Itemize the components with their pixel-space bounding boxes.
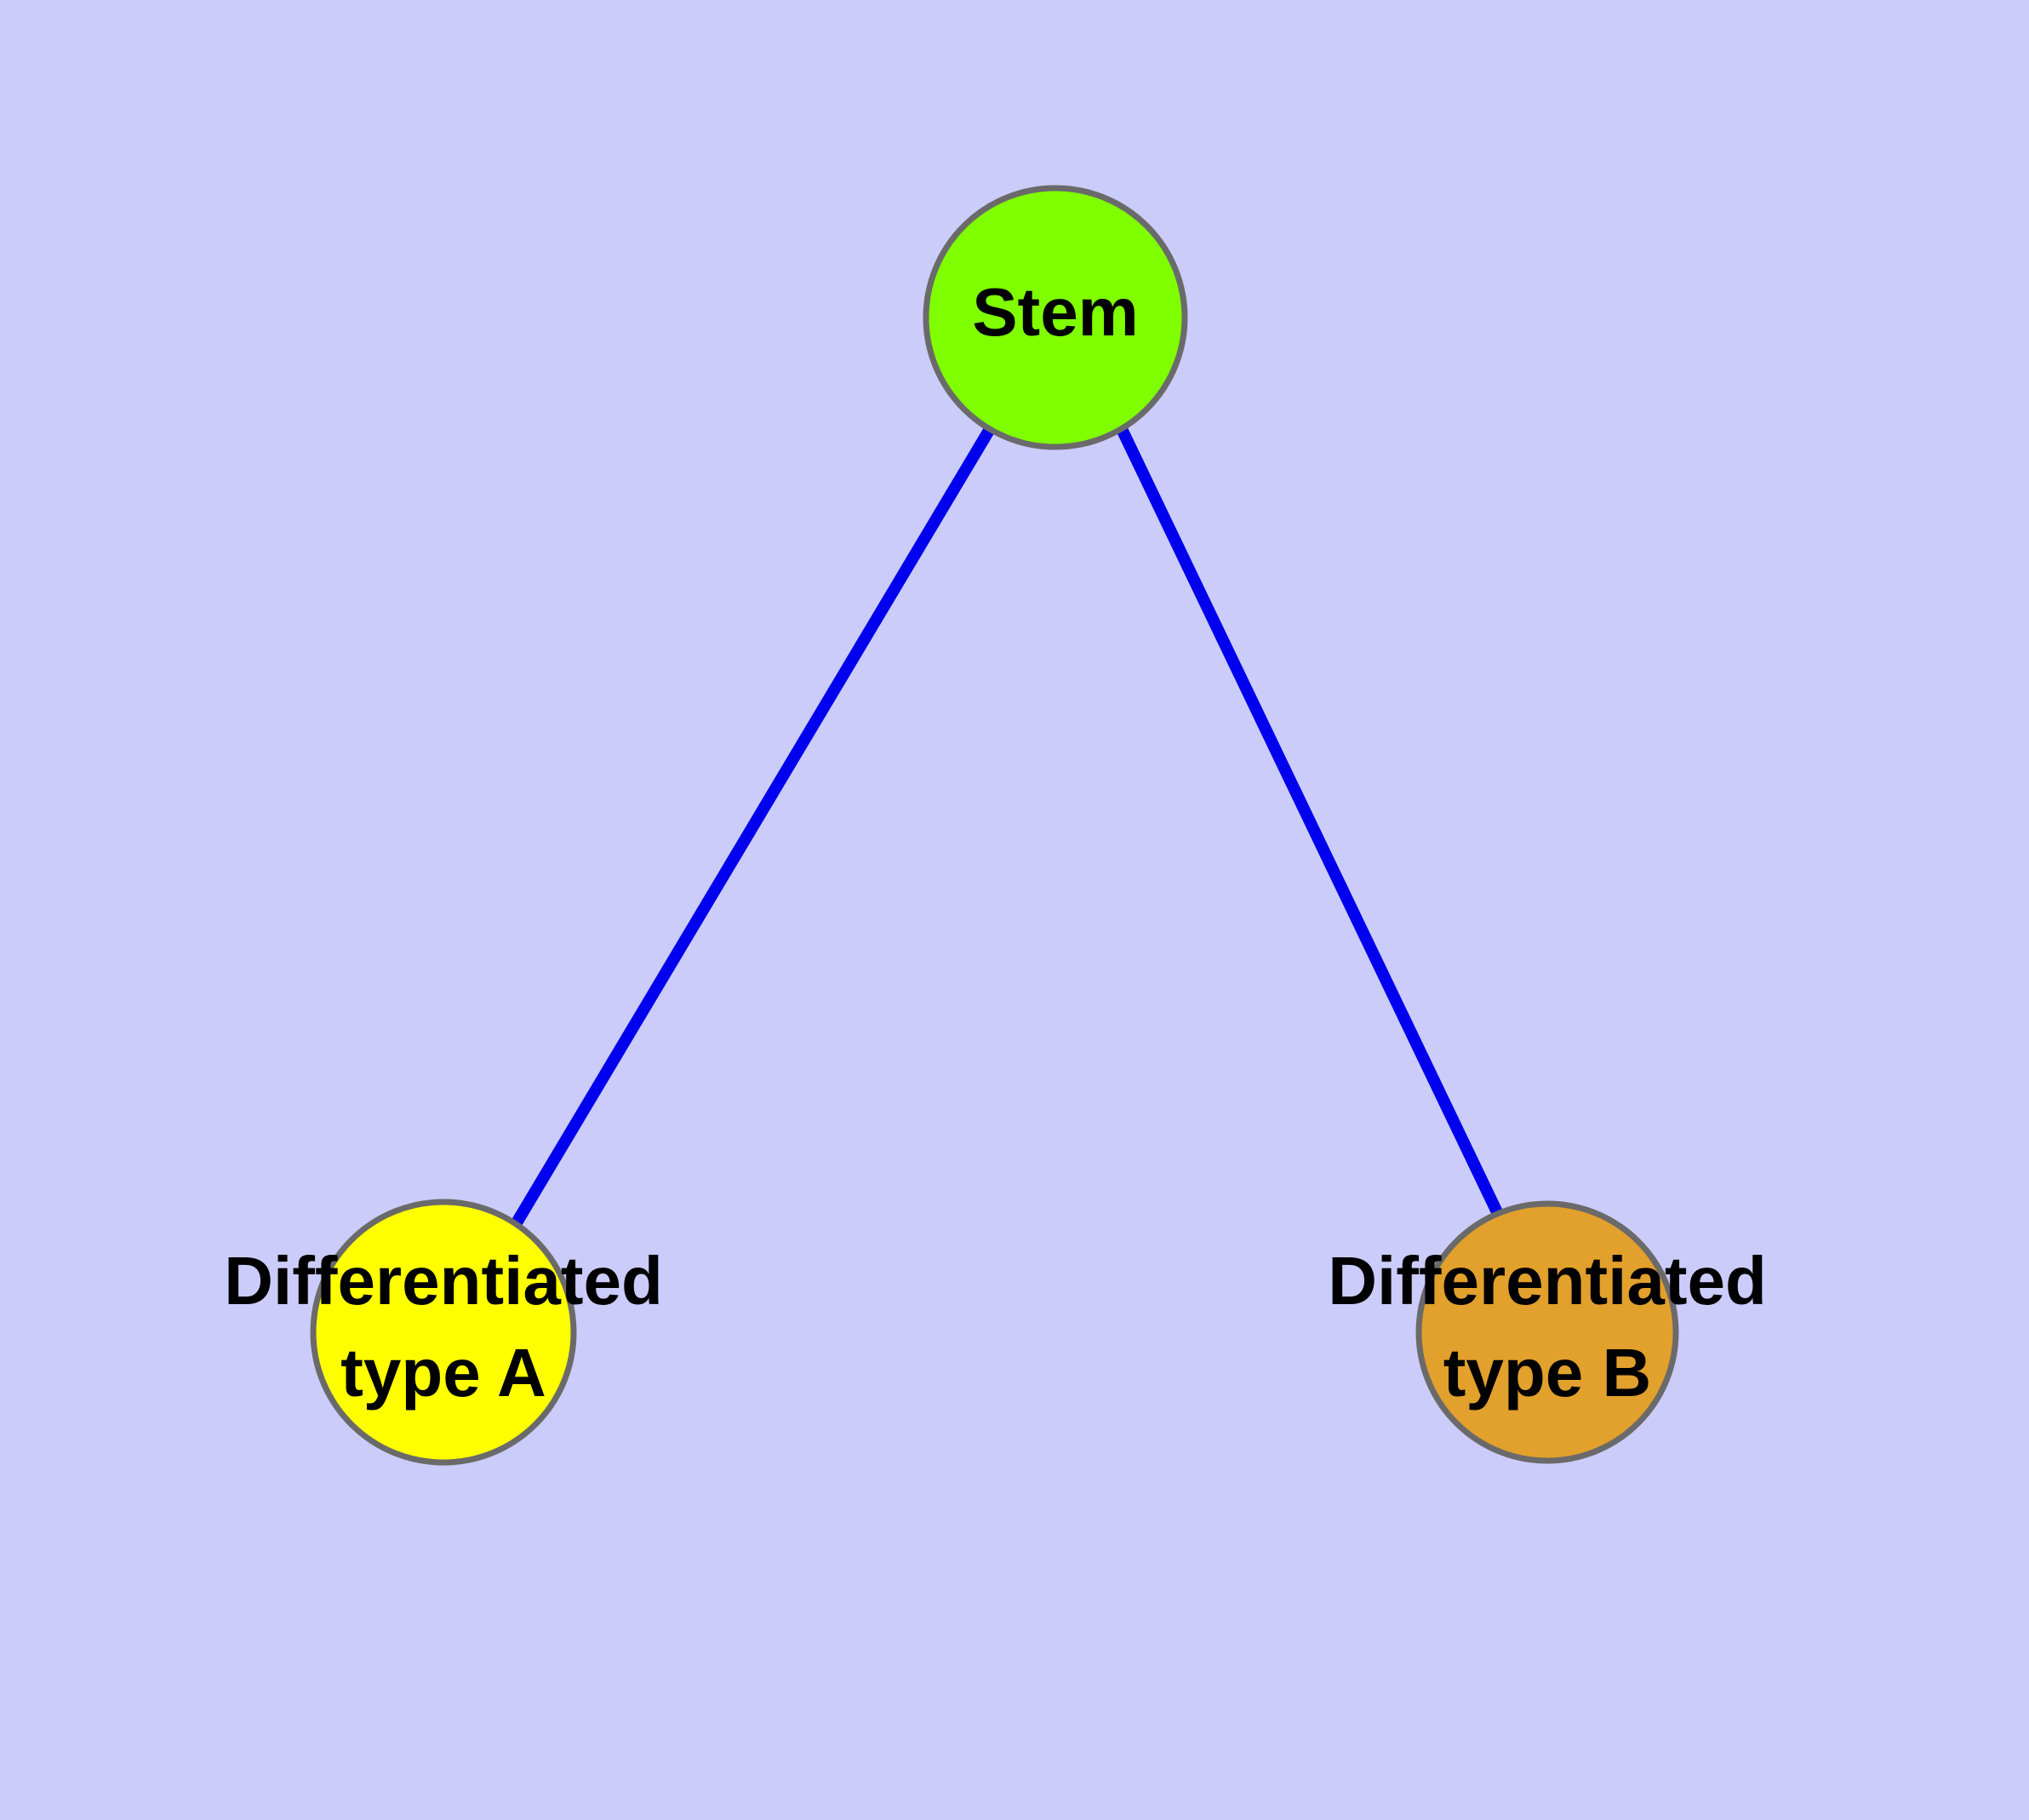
- node-label-diff-b: Differentiated type B: [1328, 1243, 1767, 1411]
- edges-layer: [510, 426, 1504, 1228]
- node-diff-b[interactable]: Differentiated type B: [1328, 1200, 1767, 1464]
- node-label-line: Stem: [972, 274, 1139, 350]
- node-circle-stem[interactable]: [923, 185, 1188, 450]
- edge-stem-to-diff-a[interactable]: [510, 426, 996, 1228]
- node-label-diff-a: Differentiated type A: [224, 1243, 663, 1411]
- node-diff-a[interactable]: Differentiated type A: [224, 1199, 663, 1466]
- node-stem[interactable]: Stem: [923, 185, 1188, 450]
- node-label-line: type A: [340, 1335, 546, 1411]
- node-circle-diff-a[interactable]: [310, 1199, 577, 1466]
- node-label-line: Differentiated: [1328, 1243, 1767, 1319]
- node-label-stem: Stem: [972, 274, 1139, 350]
- node-circle-diff-b[interactable]: [1415, 1200, 1679, 1464]
- node-label-line: Differentiated: [224, 1243, 663, 1319]
- edge-stem-to-diff-b[interactable]: [1116, 426, 1504, 1217]
- node-label-line: type B: [1443, 1335, 1652, 1411]
